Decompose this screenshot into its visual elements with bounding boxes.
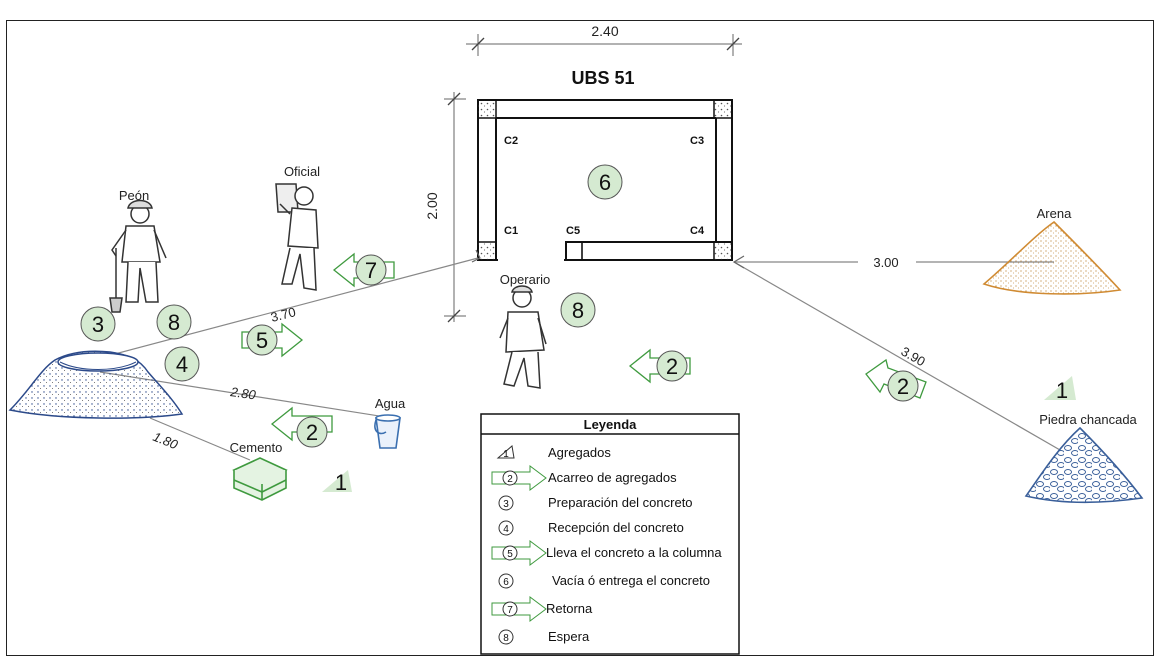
svg-text:4: 4 <box>503 524 509 535</box>
label-agua: Agua <box>375 396 406 411</box>
marker-1-agregados-cemento: 1 <box>322 470 352 495</box>
svg-text:6: 6 <box>503 577 509 588</box>
marker-8-espera-peon: 8 <box>156 304 192 340</box>
svg-text:1: 1 <box>1056 378 1068 403</box>
peon-worker-icon <box>109 199 167 313</box>
cemento-bags-icon <box>232 457 288 501</box>
svg-text:5: 5 <box>256 328 268 353</box>
svg-text:1: 1 <box>503 449 509 460</box>
legend-item-retorna: Retorna <box>546 601 593 616</box>
legend-item-espera: Espera <box>548 629 590 644</box>
svg-text:7: 7 <box>507 605 513 616</box>
column-label-c3: C3 <box>690 135 704 147</box>
svg-text:3: 3 <box>92 312 104 337</box>
column-c1 <box>477 241 497 261</box>
dimension-label-height: 2.00 <box>424 192 440 219</box>
svg-text:8: 8 <box>503 633 509 644</box>
column-label-c4: C4 <box>690 225 705 237</box>
dimension-label-width: 2.40 <box>591 23 618 39</box>
legend-item-preparacion: Preparación del concreto <box>548 495 693 510</box>
distance-label-column: 3.70 <box>269 304 297 325</box>
marker-7-retorna-arrow: 7 <box>332 252 395 288</box>
column-c4 <box>713 241 733 261</box>
label-arena: Arena <box>1037 206 1072 221</box>
dimension-left: 2.00 <box>424 92 466 323</box>
dimension-top: 2.40 <box>466 23 742 56</box>
arrowhead-arena <box>732 255 745 269</box>
marker-3-preparacion: 3 <box>80 306 116 342</box>
legend: Leyenda 1 Agregados 2 Acarreo de agregad… <box>480 413 740 655</box>
arrowhead-column <box>471 249 481 263</box>
svg-text:4: 4 <box>176 352 188 377</box>
svg-text:1: 1 <box>335 470 347 495</box>
piedra-chancada-pile-icon <box>1024 426 1144 504</box>
distance-label-arena: 3.00 <box>873 255 898 270</box>
legend-item-agregados: Agregados <box>548 445 611 460</box>
svg-text:2: 2 <box>507 474 513 485</box>
marker-5-lleva-arrow: 5 <box>241 322 304 358</box>
column-c3 <box>713 99 733 119</box>
label-operario: Operario <box>500 272 551 287</box>
agua-bucket-icon <box>374 414 401 449</box>
svg-text:3: 3 <box>503 499 509 510</box>
operario-worker-icon <box>499 285 547 389</box>
svg-text:7: 7 <box>365 258 377 283</box>
svg-text:6: 6 <box>599 170 611 195</box>
marker-2-acarreo-piedra-arrow: 2 <box>865 358 927 402</box>
oficial-worker-icon <box>275 183 319 291</box>
marker-2-acarreo-centro-arrow: 2 <box>628 348 691 384</box>
label-piedra-chancada: Piedra chancada <box>1039 412 1137 427</box>
ubs-structure <box>477 99 733 262</box>
distance-label-cemento: 1.80 <box>151 429 181 453</box>
legend-title: Leyenda <box>584 417 638 432</box>
column-label-c2: C2 <box>504 135 518 147</box>
svg-text:2: 2 <box>306 420 318 445</box>
label-peon: Peón <box>119 188 149 203</box>
drawing-frame <box>6 20 1154 656</box>
column-label-c5: C5 <box>566 225 580 237</box>
arena-pile-icon <box>982 220 1122 295</box>
legend-item-acarreo: Acarreo de agregados <box>548 470 677 485</box>
distance-label-agua: 2.80 <box>229 384 258 403</box>
marker-8-espera-operario: 8 <box>560 292 596 328</box>
marker-1-agregados-piedra: 1 <box>1044 376 1076 403</box>
svg-text:2: 2 <box>666 354 678 379</box>
marker-4-recepcion: 4 <box>164 346 200 382</box>
column-c2 <box>477 99 497 119</box>
svg-text:5: 5 <box>507 549 513 560</box>
legend-item-vacia: Vacía ó entrega el concreto <box>552 573 710 588</box>
diagram-title: UBS 51 <box>571 68 634 88</box>
legend-item-lleva: Lleva el concreto a la columna <box>546 545 722 560</box>
marker-6-vaciado: 6 <box>587 164 623 200</box>
concrete-mix-pile-icon <box>8 350 184 419</box>
svg-text:8: 8 <box>168 310 180 335</box>
label-cemento: Cemento <box>230 440 283 455</box>
label-oficial: Oficial <box>284 164 320 179</box>
svg-text:2: 2 <box>897 374 909 399</box>
svg-text:8: 8 <box>572 298 584 323</box>
legend-item-recepcion: Recepción del concreto <box>548 520 684 535</box>
marker-2-acarreo-agua-arrow: 2 <box>270 406 333 448</box>
column-label-c1: C1 <box>504 225 518 237</box>
